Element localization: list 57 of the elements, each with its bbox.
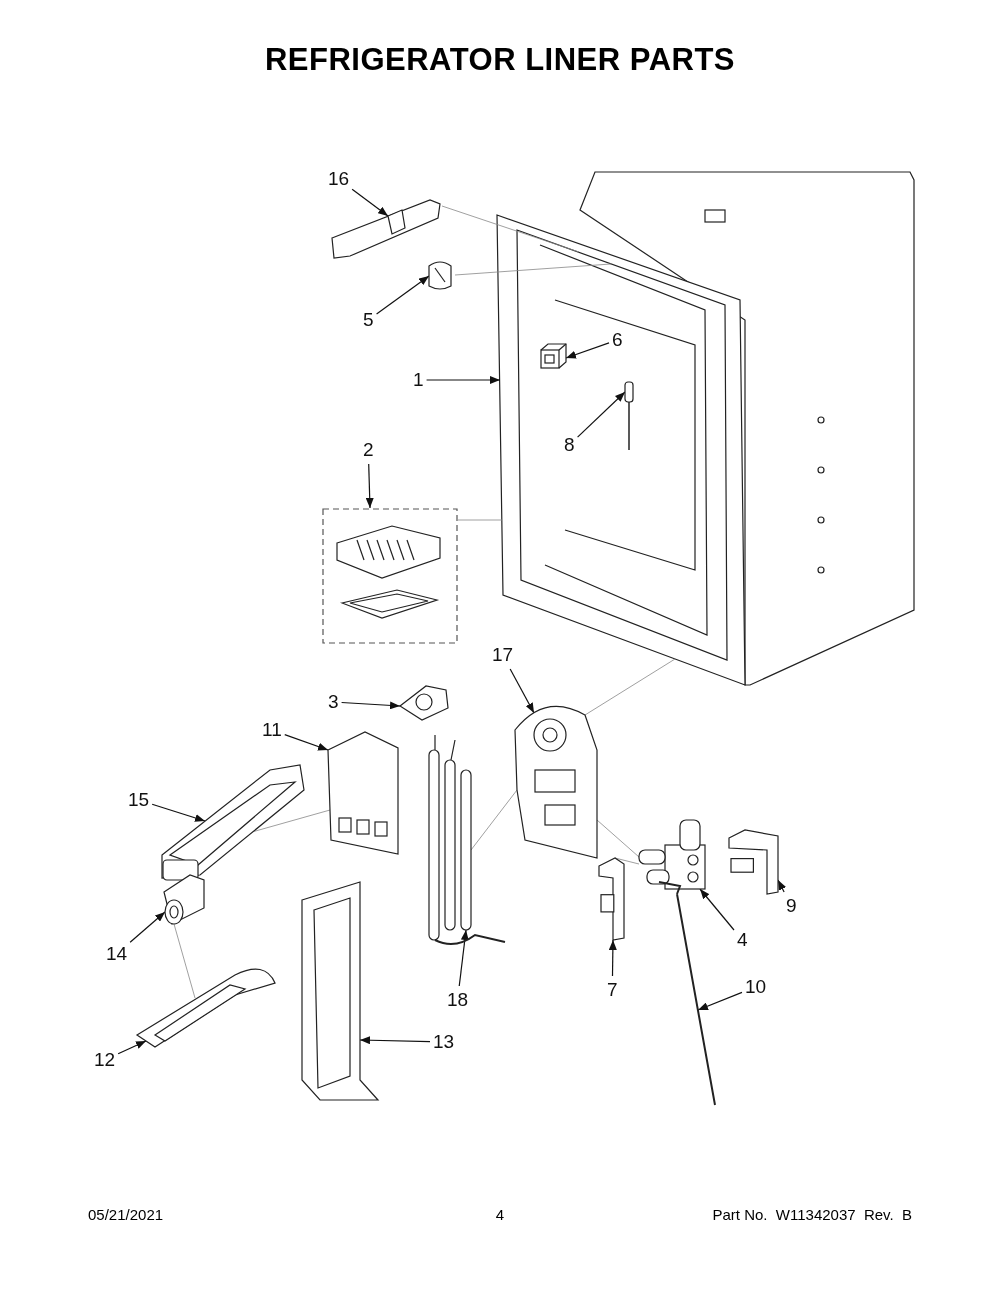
callout-number: 5 xyxy=(363,309,374,331)
callout-number: 4 xyxy=(737,929,748,951)
leader-line xyxy=(351,188,389,217)
assembly-line xyxy=(441,205,580,253)
leader-line xyxy=(565,342,610,359)
callout-number: 9 xyxy=(786,895,797,917)
leader-line xyxy=(697,991,743,1011)
leader-line xyxy=(777,879,787,893)
callout-number: 12 xyxy=(94,1049,116,1071)
leader-line xyxy=(509,668,535,714)
leader-line xyxy=(129,911,166,943)
leader-line xyxy=(365,463,374,509)
callout-number: 2 xyxy=(363,439,374,461)
page-title: REFRIGERATOR LINER PARTS xyxy=(263,42,737,78)
callout-number: 14 xyxy=(106,943,128,965)
callout-number: 18 xyxy=(447,989,469,1011)
callout-number: 16 xyxy=(328,168,350,190)
assembly-line xyxy=(173,923,196,999)
assembly-line xyxy=(454,263,612,276)
callout-number: 11 xyxy=(262,719,282,741)
leader-line xyxy=(577,391,626,438)
date-text: 05/21/2021 xyxy=(88,1206,164,1223)
cover-drawing xyxy=(595,856,627,942)
callout-number: 8 xyxy=(564,434,575,456)
assembly-line xyxy=(596,819,640,858)
callout-number: 15 xyxy=(128,789,150,811)
leader-line xyxy=(117,1040,147,1055)
leader-line xyxy=(359,1036,431,1045)
knob-drawing xyxy=(425,258,455,292)
assembly-line xyxy=(614,857,640,865)
callout-number: 7 xyxy=(607,979,618,1001)
callout-number: 3 xyxy=(328,691,339,713)
leader-line xyxy=(425,376,501,384)
callout-number: 1 xyxy=(413,369,424,391)
vent-cover-drawing xyxy=(330,198,442,260)
part-number-text: Part No. W11342037 Rev. B xyxy=(712,1206,912,1223)
assembly-line xyxy=(470,789,518,851)
assembly-line xyxy=(251,809,331,833)
dashed-kit-outline xyxy=(322,508,458,644)
leader-line xyxy=(458,929,469,987)
callout-number: 13 xyxy=(433,1031,455,1053)
leader-line xyxy=(699,888,735,931)
leader-line xyxy=(340,701,401,710)
leader-line xyxy=(608,939,617,977)
leader-line xyxy=(375,275,430,315)
callout-number: 17 xyxy=(492,644,514,666)
frame-drawing xyxy=(300,880,380,1102)
assembly-line xyxy=(584,658,676,716)
leader-line xyxy=(284,734,329,751)
panel-drawing xyxy=(325,730,401,856)
leader-line xyxy=(151,803,206,822)
assembly-line xyxy=(457,519,503,521)
callout-number: 10 xyxy=(745,976,767,998)
water-filter-drawing xyxy=(160,872,206,926)
cover-drawing xyxy=(725,828,781,896)
callout-number: 6 xyxy=(612,329,623,351)
page-number: 4 xyxy=(495,1206,505,1223)
